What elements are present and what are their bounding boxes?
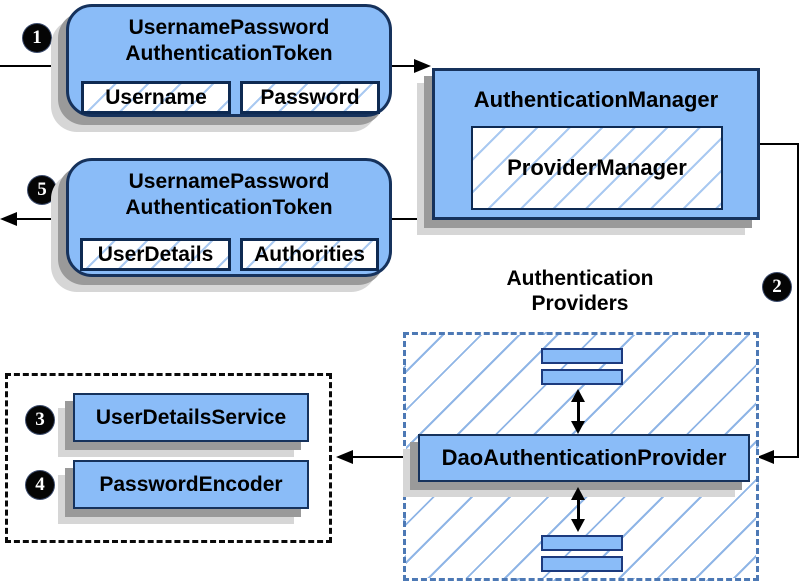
provider-slot-bar — [541, 556, 623, 572]
connector-manager-to-result-token — [392, 218, 432, 220]
connector-token-to-manager — [392, 65, 415, 67]
step-5-badge: 5 — [28, 176, 56, 204]
userdetails-field: UserDetails — [80, 238, 231, 271]
double-arrow-line — [577, 399, 580, 425]
dao-authentication-provider-node: DaoAuthenticationProvider — [418, 434, 750, 482]
double-arrow-up-icon — [571, 389, 585, 402]
authorities-field: Authorities — [240, 238, 379, 271]
connector-incoming-request — [0, 65, 66, 67]
username-field: Username — [81, 81, 231, 114]
provider-slot-bar — [541, 369, 623, 385]
request-token-title-line2: AuthenticationToken — [125, 42, 333, 65]
password-field: Password — [240, 81, 380, 114]
providers-label-line2: Providers — [531, 292, 629, 315]
step-2-badge: 2 — [763, 273, 791, 301]
connector-provider-to-collaborators — [352, 456, 418, 458]
connector-manager-to-provider-bottom — [774, 456, 799, 458]
result-token-title-line1: UsernamePassword — [128, 170, 330, 193]
collaborators-group-box — [5, 373, 332, 543]
double-arrow-line — [577, 497, 580, 523]
result-token-title-line2: AuthenticationToken — [125, 196, 333, 219]
step-1-badge: 1 — [23, 24, 51, 52]
step-4-badge: 4 — [26, 471, 54, 499]
request-token-node: UsernamePassword AuthenticationToken Use… — [66, 4, 392, 117]
connector-result-out — [12, 218, 66, 220]
arrowhead-left-icon — [336, 450, 353, 464]
provider-slot-bar — [541, 348, 623, 364]
double-arrow-down-icon — [571, 519, 585, 532]
double-arrow-up-icon — [571, 487, 585, 500]
step-3-badge: 3 — [26, 406, 54, 434]
user-details-service-node: UserDetailsService — [73, 393, 309, 442]
password-encoder-node: PasswordEncoder — [73, 460, 309, 509]
request-token-title-line1: UsernamePassword — [128, 16, 330, 39]
authentication-manager-node: AuthenticationManager ProviderManager — [432, 68, 760, 220]
arrowhead-left-icon — [757, 450, 774, 464]
connector-manager-to-provider-top — [760, 143, 799, 145]
provider-slot-bar — [541, 535, 623, 551]
connector-manager-to-provider-vertical — [797, 143, 799, 458]
request-token-title: UsernamePassword AuthenticationToken — [69, 7, 389, 67]
double-arrow-down-icon — [571, 421, 585, 434]
providers-label-line1: Authentication — [506, 267, 654, 290]
arrowhead-right-icon — [414, 59, 431, 73]
authentication-manager-title: AuthenticationManager — [473, 87, 719, 112]
authentication-providers-label: Authentication Providers — [460, 266, 700, 316]
arrowhead-left-icon — [0, 212, 17, 226]
provider-manager-node: ProviderManager — [471, 126, 723, 210]
result-token-node: UsernamePassword AuthenticationToken Use… — [66, 158, 392, 277]
result-token-title: UsernamePassword AuthenticationToken — [69, 161, 389, 221]
